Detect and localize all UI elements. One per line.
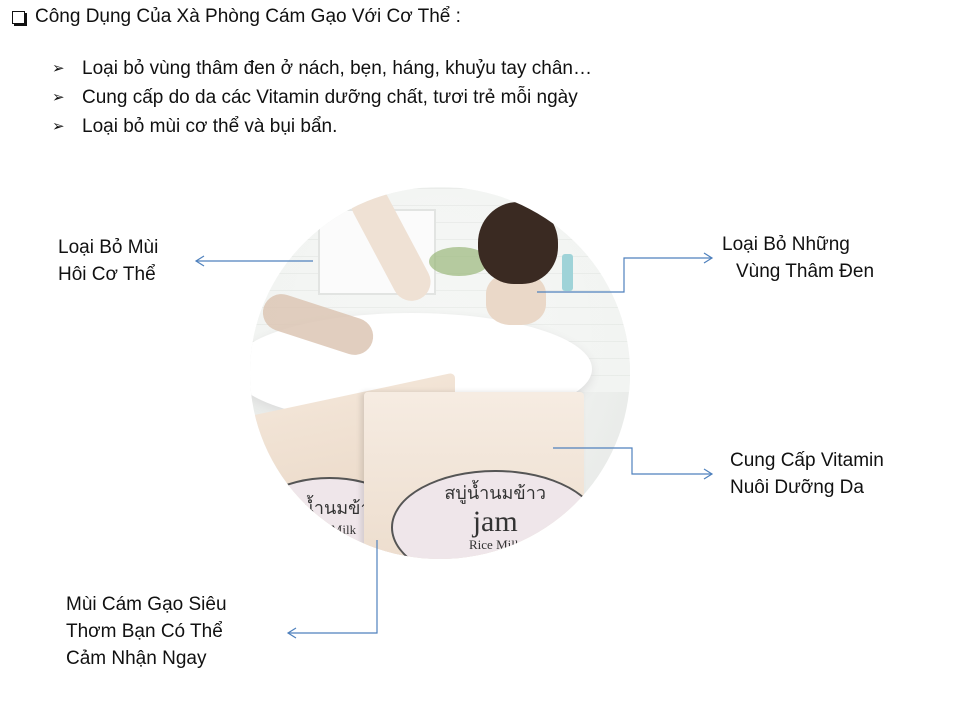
soap-label-sub: Rice Milk: [303, 522, 357, 538]
product-photo: สบู่น้ำนมข้าว Rice Milk สบู่น้ำนมข้าว ja…: [250, 187, 630, 559]
list-item-text: Cung cấp do da các Vitamin dưỡng chất, t…: [82, 87, 578, 108]
list-item: ➢ Loại bỏ vùng thâm đen ở nách, bẹn, hán…: [52, 54, 592, 83]
shampoo-bottle: [561, 253, 573, 292]
callout-line: Cảm Nhận Ngay: [66, 648, 207, 669]
arrowhead-bullet-icon: ➢: [52, 118, 65, 135]
callout-line: Vùng Thâm Đen: [736, 261, 875, 282]
list-item: ➢ Loại bỏ mùi cơ thể và bụi bẩn.: [52, 112, 592, 141]
callout-top-left: Loại Bỏ Mùi Hôi Cơ Thể: [58, 234, 158, 288]
callout-line: Loại Bỏ Những: [722, 234, 850, 255]
woman-head: [478, 201, 558, 284]
slide-title-text: Công Dụng Của Xà Phòng Cám Gạo Với Cơ Th…: [35, 6, 461, 27]
soap-label-thai: สบู่น้ำนมข้าว: [444, 482, 546, 503]
callout-line: Cung Cấp Vitamin: [730, 450, 884, 471]
soap-label-brand: jam: [472, 504, 518, 538]
callout-mid-right: Cung Cấp Vitamin Nuôi Dưỡng Da: [730, 447, 884, 501]
callout-line: Hôi Cơ Thể: [58, 264, 156, 285]
soap-label-front: สบู่น้ำนมข้าว jam Rice Milk: [390, 469, 600, 559]
arrowhead-left-icon: [286, 627, 297, 639]
arrowhead-bullet-icon: ➢: [52, 60, 65, 77]
soap-label-thai: สบู่น้ำนมข้าว: [279, 498, 381, 519]
arrowhead-bullet-icon: ➢: [52, 89, 65, 106]
callout-line: Nuôi Dưỡng Da: [730, 477, 864, 498]
callout-bottom-left: Mùi Cám Gạo Siêu Thơm Bạn Có Thể Cảm Nhậ…: [66, 591, 227, 672]
list-item: ➢ Cung cấp do da các Vitamin dưỡng chất,…: [52, 83, 592, 112]
benefits-list: ➢ Loại bỏ vùng thâm đen ở nách, bẹn, hán…: [52, 54, 592, 141]
callout-line: Mùi Cám Gạo Siêu: [66, 594, 227, 615]
arrowhead-right-icon: [703, 252, 714, 264]
list-item-text: Loại bỏ mùi cơ thể và bụi bẩn.: [82, 116, 338, 137]
callout-line: Thơm Bạn Có Thể: [66, 621, 223, 642]
soap-label-sub: Rice Milk: [469, 536, 522, 552]
callout-line: Loại Bỏ Mùi: [58, 237, 159, 258]
list-item-text: Loại bỏ vùng thâm đen ở nách, bẹn, háng,…: [82, 58, 592, 79]
slide-title: Công Dụng Của Xà Phòng Cám Gạo Với Cơ Th…: [10, 6, 461, 28]
arrowhead-left-icon: [194, 255, 205, 267]
square-bullet-icon: [12, 10, 25, 24]
arrowhead-right-icon: [703, 468, 714, 480]
callout-top-right: Loại Bỏ Những Vùng Thâm Đen: [722, 231, 874, 285]
